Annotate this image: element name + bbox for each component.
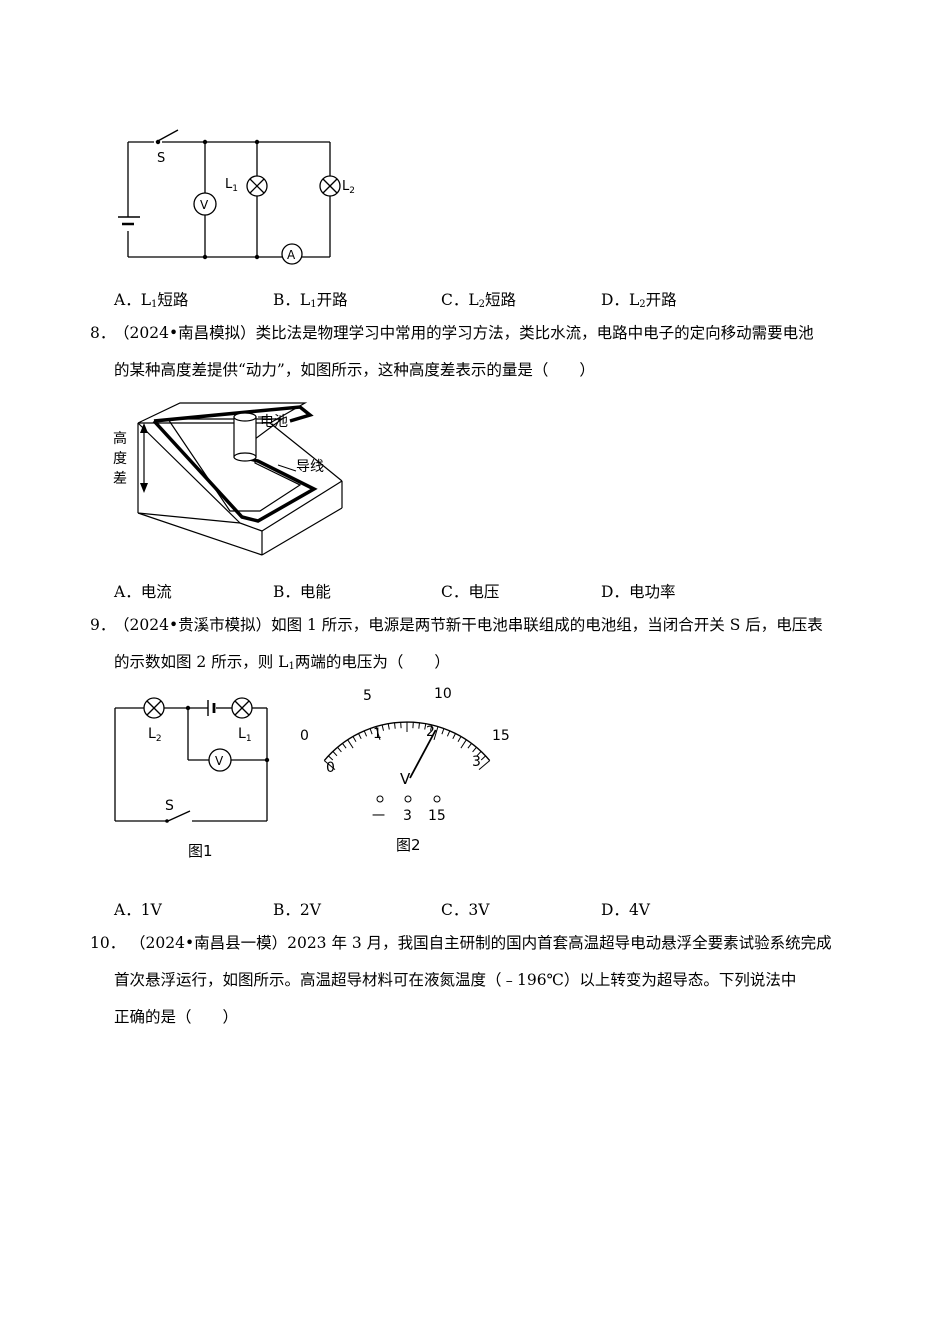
- q9-fig1-caption: 图1: [188, 842, 213, 860]
- q9-dial-upper-5: 5: [363, 688, 372, 704]
- dial-tick: [394, 722, 396, 729]
- q9-number: 9．: [90, 616, 116, 634]
- dial-tick: [352, 736, 357, 742]
- dial-tick: [369, 728, 373, 735]
- q9-dial-terminal-15: 15: [428, 808, 446, 824]
- q9-fig1-l1-label: L1: [238, 726, 252, 744]
- q9-fig1-voltmeter-symbol: V: [215, 754, 224, 768]
- q9-stem-line1: （2024•贵溪市模拟）如图 1 所示，电源是两节新干电池串联组成的电池组，当闭…: [114, 616, 823, 634]
- dial-tick: [476, 751, 482, 757]
- q7-circuit-diagram: S V A L1 L2: [118, 129, 355, 265]
- dial-tick: [424, 723, 427, 730]
- q8-number: 8．: [90, 324, 116, 342]
- q7-option-b[interactable]: B．L1开路: [273, 291, 348, 310]
- q8-battery-label: 电池: [260, 414, 288, 430]
- q9-dial-lower-1: 1: [373, 726, 382, 742]
- dial-tick: [452, 733, 456, 740]
- dial-needle: [409, 729, 437, 779]
- q9-dial-terminal-3: 3: [403, 808, 412, 824]
- q7-option-c[interactable]: C．L2短路: [441, 291, 517, 310]
- dial-tick: [418, 722, 420, 729]
- dial-tick: [332, 751, 338, 757]
- q9-dial-upper-15: 15: [492, 728, 510, 744]
- dial-tick: [347, 739, 354, 749]
- q9-dial-upper-0: 0: [300, 728, 309, 744]
- q8-option-c[interactable]: C．电压: [441, 583, 500, 601]
- q7-option-d[interactable]: D．L2开路: [601, 291, 677, 310]
- q7-switch-label: S: [157, 151, 165, 166]
- q8-height-analogy-figure: 高 度 差 电池 导线: [113, 402, 343, 556]
- dial-tick: [441, 728, 445, 735]
- dial-tick: [430, 724, 433, 731]
- q8-option-b[interactable]: B．电能: [273, 583, 331, 601]
- dial-tick: [467, 743, 472, 749]
- q9-option-a[interactable]: A．1V: [114, 901, 162, 919]
- q9-fig2-caption: 图2: [396, 836, 421, 854]
- q9-figure2-voltmeter-dial: 0 5 10 15 0 1 2 3 V 一 3 15 图2: [300, 686, 510, 854]
- dial-tick: [342, 743, 347, 749]
- dial-tick: [446, 730, 451, 737]
- dial-tick: [363, 730, 368, 737]
- q9-dial-lower-0: 0: [326, 760, 335, 776]
- q8-option-d[interactable]: D．电功率: [601, 583, 676, 601]
- q9-dial-terminal-minus: 一: [372, 809, 385, 824]
- q7-voltmeter-symbol: V: [200, 198, 209, 212]
- q9-figure1-circuit: V L2 L1 S 图1: [114, 697, 270, 860]
- q9-dial-unit: V: [400, 770, 411, 788]
- dial-tick: [472, 746, 477, 753]
- dial-tick: [375, 726, 381, 741]
- q10-stem-line2: 首次悬浮运行，如图所示。高温超导材料可在液氮温度（﹣196℃）以上转变为超导态。…: [114, 971, 797, 989]
- dial-tick: [480, 755, 486, 761]
- q7-lamp1-label: L1: [225, 177, 238, 194]
- q8-height-label-2: 度: [113, 451, 127, 467]
- q8-height-label-1: 高: [113, 430, 127, 447]
- dial-tick: [337, 746, 342, 753]
- dial-tick: [457, 736, 462, 742]
- q7-option-a[interactable]: A．L1短路: [114, 291, 189, 310]
- dial-tick: [328, 755, 334, 761]
- dial-tick: [478, 760, 491, 770]
- dial-tick: [381, 724, 384, 731]
- dial-tick: [358, 733, 362, 740]
- q10-stem-line1: （2024•南昌县一模）2023 年 3 月，我国自主研制的国内首套高温超导电动…: [130, 934, 832, 952]
- dial-tick: [460, 739, 467, 749]
- q8-stem-line1: （2024•南昌模拟）类比法是物理学习中常用的学习方法，类比水流，电路中电子的定…: [114, 324, 814, 342]
- q9-option-c[interactable]: C．3V: [441, 901, 490, 919]
- q10-stem-line3: 正确的是（ ）: [114, 1008, 239, 1026]
- q8-option-a[interactable]: A．电流: [114, 583, 172, 601]
- q9-fig1-l2-label: L2: [148, 726, 162, 744]
- q9-dial-lower-3: 3: [472, 754, 481, 770]
- q7-ammeter-symbol: A: [287, 248, 296, 262]
- q9-stem-line2: 的示数如图 2 所示，则 L1两端的电压为（ ）: [114, 653, 450, 672]
- q9-option-b[interactable]: B．2V: [273, 901, 321, 919]
- q7-lamp2-label: L2: [342, 179, 355, 196]
- q8-stem-line2: 的某种高度差提供“动力”，如图所示，这种高度差表示的量是（ ）: [114, 361, 595, 379]
- q9-dial-lower-2: 2: [426, 724, 435, 740]
- q9-option-d[interactable]: D．4V: [601, 901, 650, 919]
- q10-number: 10．: [90, 934, 126, 952]
- dial-tick: [323, 760, 336, 770]
- dial-tick: [387, 723, 390, 730]
- q8-height-label-3: 差: [113, 471, 127, 487]
- q8-wire-label: 导线: [296, 459, 324, 475]
- dial-tick: [433, 726, 439, 741]
- q9-fig1-switch-label: S: [165, 798, 174, 814]
- q9-dial-upper-10: 10: [434, 686, 452, 702]
